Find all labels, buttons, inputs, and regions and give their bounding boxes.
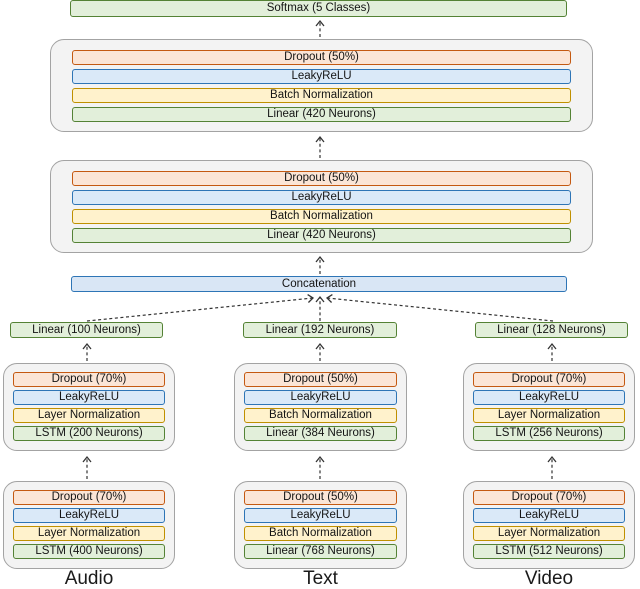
leakyrelu-layer-box: LeakyReLU	[72, 190, 571, 205]
leakyrelu-layer-box: LeakyReLU	[473, 508, 625, 523]
dropout-layer-box: Dropout (70%)	[473, 490, 625, 505]
fusion-block-1: Dropout (50%) LeakyReLU Batch Normalizat…	[50, 39, 593, 132]
lstm-layer-box: LSTM (400 Neurons)	[13, 544, 165, 559]
batchnorm-layer-box: Batch Normalization	[244, 408, 397, 423]
leakyrelu-layer-box: LeakyReLU	[13, 390, 165, 405]
layernorm-layer-box: Layer Normalization	[473, 408, 625, 423]
dropout-layer-box: Dropout (50%)	[72, 171, 571, 186]
concatenation-box: Concatenation	[71, 276, 567, 292]
arrow-audio-to-concat	[86, 293, 315, 322]
lstm-layer-box: LSTM (200 Neurons)	[13, 426, 165, 441]
audio-block-1: Dropout (70%) LeakyReLU Layer Normalizat…	[3, 481, 175, 569]
linear-layer-box: Linear (420 Neurons)	[72, 107, 571, 122]
dropout-layer-box: Dropout (70%)	[13, 490, 165, 505]
layernorm-layer-box: Layer Normalization	[13, 408, 165, 423]
video-block-2: Dropout (70%) LeakyReLU Layer Normalizat…	[463, 363, 635, 451]
video-projection-box: Linear (128 Neurons)	[475, 322, 628, 338]
linear-layer-box: Linear (420 Neurons)	[72, 228, 571, 243]
leakyrelu-layer-box: LeakyReLU	[473, 390, 625, 405]
arrow-video-to-concat	[325, 293, 554, 322]
text-block-2: Dropout (50%) LeakyReLU Batch Normalizat…	[234, 363, 407, 451]
fusion-block-2: Dropout (50%) LeakyReLU Batch Normalizat…	[50, 160, 593, 253]
lstm-layer-box: LSTM (256 Neurons)	[473, 426, 625, 441]
audio-projection-box: Linear (100 Neurons)	[10, 322, 163, 338]
dropout-layer-box: Dropout (50%)	[72, 50, 571, 65]
leakyrelu-layer-box: LeakyReLU	[72, 69, 571, 84]
layernorm-layer-box: Layer Normalization	[13, 526, 165, 541]
leakyrelu-layer-box: LeakyReLU	[244, 508, 397, 523]
text-projection-box: Linear (192 Neurons)	[243, 322, 397, 338]
batchnorm-layer-box: Batch Normalization	[244, 526, 397, 541]
text-branch-label: Text	[303, 568, 338, 589]
layernorm-layer-box: Layer Normalization	[473, 526, 625, 541]
linear-layer-box: Linear (384 Neurons)	[244, 426, 397, 441]
batchnorm-layer-box: Batch Normalization	[72, 88, 571, 103]
dropout-layer-box: Dropout (70%)	[13, 372, 165, 387]
dropout-layer-box: Dropout (50%)	[244, 490, 397, 505]
leakyrelu-layer-box: LeakyReLU	[13, 508, 165, 523]
dropout-layer-box: Dropout (50%)	[244, 372, 397, 387]
video-block-1: Dropout (70%) LeakyReLU Layer Normalizat…	[463, 481, 635, 569]
linear-layer-box: Linear (768 Neurons)	[244, 544, 397, 559]
audio-branch-label: Audio	[64, 568, 114, 589]
video-branch-label: Video	[524, 568, 574, 589]
text-block-1: Dropout (50%) LeakyReLU Batch Normalizat…	[234, 481, 407, 569]
audio-block-2: Dropout (70%) LeakyReLU Layer Normalizat…	[3, 363, 175, 451]
softmax-output-box: Softmax (5 Classes)	[70, 0, 567, 17]
batchnorm-layer-box: Batch Normalization	[72, 209, 571, 224]
lstm-layer-box: LSTM (512 Neurons)	[473, 544, 625, 559]
leakyrelu-layer-box: LeakyReLU	[244, 390, 397, 405]
dropout-layer-box: Dropout (70%)	[473, 372, 625, 387]
